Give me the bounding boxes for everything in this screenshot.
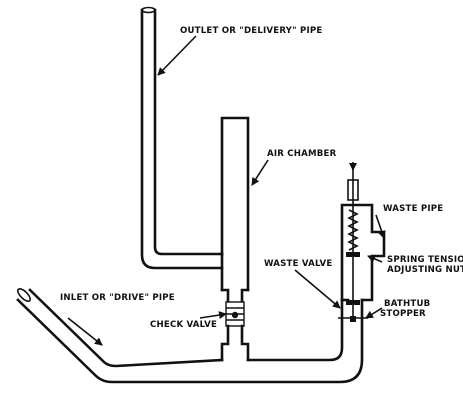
spring-assembly: [346, 162, 360, 322]
outlet-pipe-label: OUTLET OR "DELIVERY" PIPE: [180, 26, 322, 36]
spring-tension-label-line2: ADJUSTING NUTS: [387, 265, 463, 275]
air-chamber: [220, 116, 250, 292]
chamber-neck: [220, 288, 250, 304]
leader-lines: [67, 35, 386, 346]
check-valve: [225, 301, 245, 327]
spring-tension-label-line1: SPRING TENSION: [387, 255, 463, 265]
air-chamber-label: AIR CHAMBER: [267, 149, 337, 159]
inlet-pipe-label: INLET OR "DRIVE" PIPE: [60, 293, 175, 303]
check-valve-label: CHECK VALVE: [150, 320, 217, 330]
outlet-pipe: [140, 6, 224, 270]
waste-valve-label: WASTE VALVE: [264, 259, 332, 269]
waste-valve-housing: [338, 203, 386, 319]
valve-body: [220, 324, 250, 362]
bathtub-stopper-label-line2: STOPPER: [380, 309, 426, 319]
inlet-pipe: [16, 288, 364, 384]
waste-pipe-label: WASTE PIPE: [383, 204, 443, 214]
bathtub-stopper-label-line1: BATHTUB: [384, 299, 430, 309]
